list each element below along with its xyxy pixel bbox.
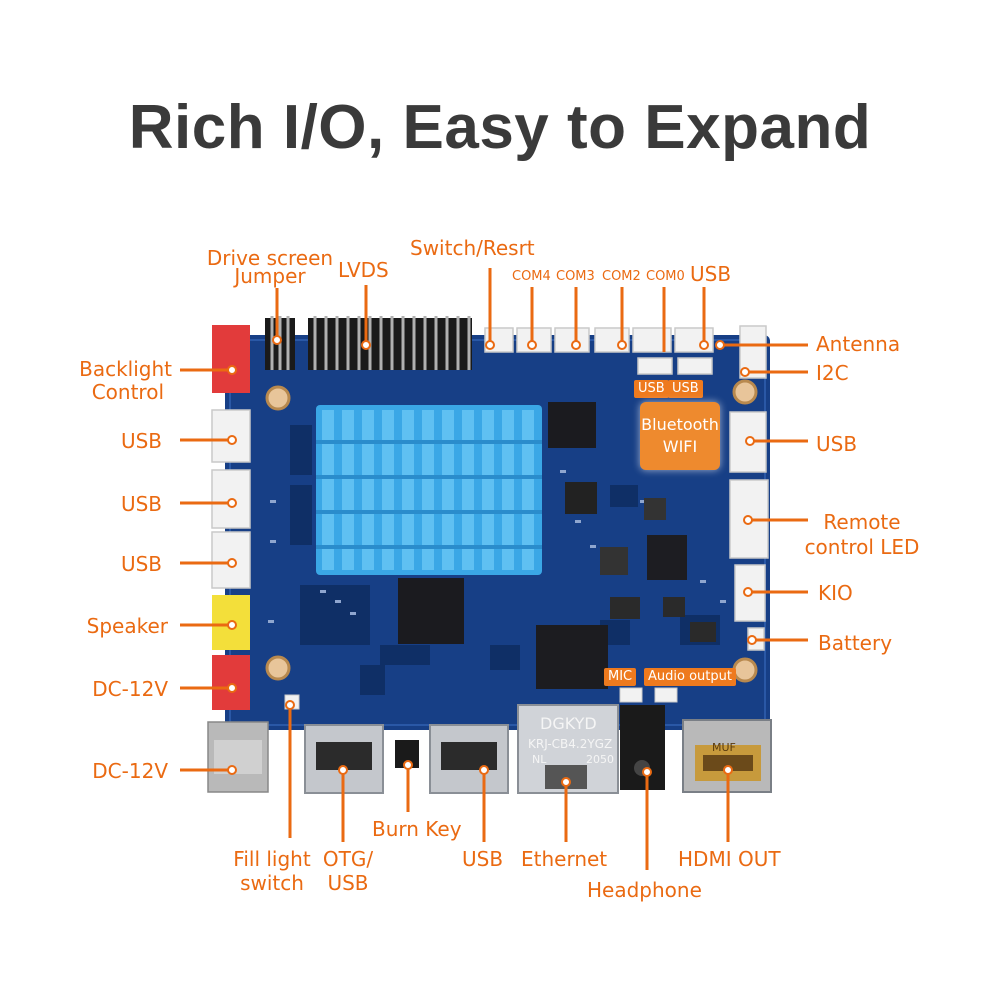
headphone-jack [620,705,665,790]
label-backlight-control: Control [91,380,164,404]
label-burn-key: Burn Key [372,817,462,841]
label-jumper: Jumper [234,264,306,288]
label-wifi: WIFI [662,437,698,456]
label-usb-top: USB [690,262,732,286]
label-fill-light-switch: switch [240,871,304,895]
label-ethernet: Ethernet [521,847,608,871]
page-title: Rich I/O, Easy to Expand [128,93,872,162]
label-lvds: LVDS [338,258,389,282]
label-dc-12v-2: DC-12V [92,759,168,783]
mounting-holes [265,379,758,683]
label-com2: COM2 [602,269,641,284]
audio-chip [647,535,687,580]
bluetooth-wifi-module: Bluetooth WIFI [640,402,720,470]
label-antenna: Antenna [816,332,901,356]
label-usb-left-1: USB [120,429,162,453]
label-switch-reset: Switch/Resrt [410,236,535,260]
label-com3: COM3 [556,269,595,284]
emmc-chip [398,578,464,644]
label-backlight: Backlight [79,357,172,381]
label-bluetooth: Bluetooth [641,415,719,434]
label-drive-screen: Drive screen [206,246,334,270]
tag-mic: MIC [604,668,637,686]
mcu-chip [548,402,596,448]
inductor-2 [600,547,628,575]
lvds-pins [313,316,471,370]
label-i2c: I2C [816,361,849,385]
tag-usb-1: USB [634,380,669,398]
label-com4: COM4 [512,269,551,284]
label-battery: Battery [818,631,893,655]
label-remote-led: control LED [804,535,920,559]
ethernet-code-text: 2050 [586,753,614,766]
leader-lines [180,268,808,870]
label-remote: Remote [823,510,901,534]
label-hdmi-out: HDMI OUT [678,847,781,871]
label-otg-usb: USB [327,871,369,895]
ethernet-model-text: KRJ-CB4.2YGZ [528,737,613,751]
label-com0: COM0 [646,269,685,284]
dc-connector [212,655,250,710]
label-kio: KIO [818,581,853,605]
small-passives [268,470,726,623]
lan-transformer [536,625,608,689]
label-speaker: Speaker [86,614,168,638]
label-usb-left-3: USB [120,552,162,576]
label-usb-right: USB [816,432,858,456]
label-headphone: Headphone [587,878,702,902]
lvds-header [308,318,472,370]
tag-usb-2: USB [668,380,703,398]
inductor [565,482,597,514]
label-dc-12v-1: DC-12V [92,677,168,701]
ethernet-brand-text: DGKYD [540,714,597,733]
backlight-connector [212,325,250,393]
label-otg: OTG/ [322,847,374,871]
tag-audio-output: Audio output [644,668,736,686]
ethernet-nl-text: NL [532,753,547,766]
label-usb-bottom: USB [462,847,504,871]
hdmi-brand-text: MUF [712,741,736,754]
top-connectors [484,327,714,375]
heatsink-fins [322,410,534,570]
label-fill-light: Fill light [233,847,311,871]
label-usb-left-2: USB [120,492,162,516]
